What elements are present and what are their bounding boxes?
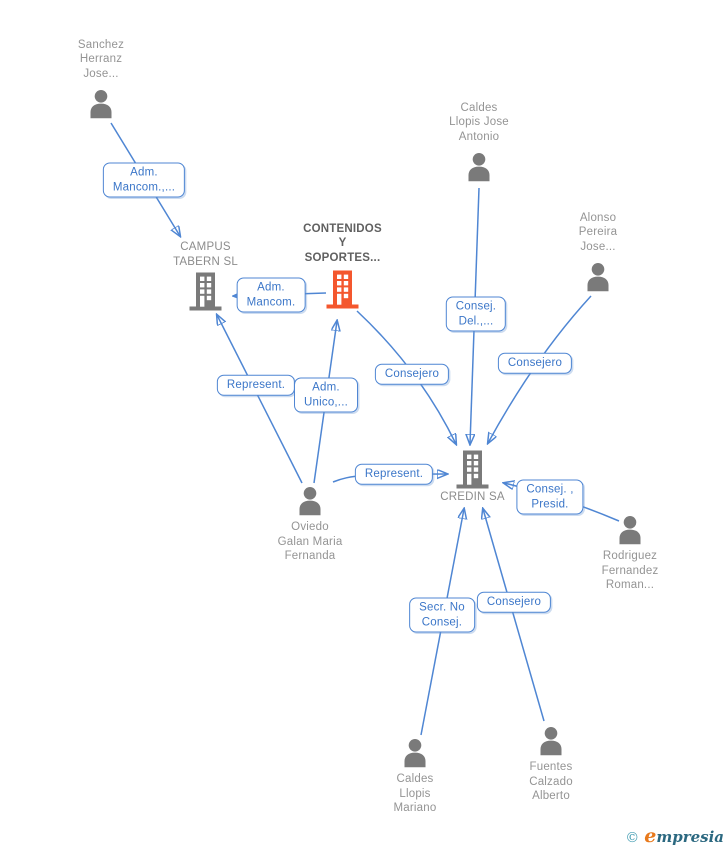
edge-oviedo-campus — [217, 315, 303, 484]
node-fuentes-calzado-alberto[interactable]: Fuentes Calzado Alberto — [529, 726, 573, 802]
node-caldes-llopis-jose-antonio[interactable]: Caldes Llopis Jose Antonio — [449, 102, 509, 183]
edge-label-represent-center: Represent. — [354, 463, 434, 485]
edge-label-adm-unico: Adm. Unico,... — [294, 377, 358, 413]
node-alonso-pereira-jose[interactable]: Alonso Pereira Jose... — [579, 212, 617, 293]
node-label: Caldes Llopis Jose Antonio — [449, 101, 509, 143]
node-label: CAMPUS TABERN SL — [173, 241, 238, 268]
node-contenidos-y-soportes[interactable]: CONTENIDOS Y SOPORTES... — [303, 223, 382, 309]
person-icon — [464, 152, 494, 183]
brand-logo: empresia — [644, 825, 724, 847]
node-label: Alonso Pereira Jose... — [578, 211, 618, 253]
edge-label-consej-del: Consej. Del.,... — [445, 296, 507, 332]
edge-label-consejero-mid: Consejero — [374, 363, 450, 385]
node-label: Sanchez Herranz Jose... — [77, 38, 125, 80]
person-icon — [86, 89, 116, 120]
edge-label-adm-mancom-2: Adm. Mancom. — [236, 277, 306, 313]
edge-fuentes-credin — [483, 509, 545, 722]
edge-label-consejero-bottom: Consejero — [476, 591, 552, 613]
node-sanchez-herranz-jose[interactable]: Sanchez Herranz Jose... — [78, 39, 124, 120]
person-icon — [615, 515, 645, 546]
node-label: CREDIN SA — [440, 491, 505, 503]
node-label: Fuentes Calzado Alberto — [529, 761, 573, 802]
copyright-icon: © — [625, 830, 640, 846]
edge-label-secr-no-consej: Secr. No Consej. — [409, 597, 475, 633]
person-icon — [583, 262, 613, 293]
person-icon — [400, 738, 430, 769]
edge-label-represent-left: Represent. — [216, 374, 296, 396]
node-label: Rodriguez Fernandez Roman... — [601, 550, 659, 591]
building-icon-highlighted — [324, 270, 361, 309]
node-label: CONTENIDOS Y SOPORTES... — [303, 222, 382, 264]
node-oviedo-galan-maria-fernanda[interactable]: Oviedo Galan Maria Fernanda — [278, 486, 342, 562]
node-label: Oviedo Galan Maria Fernanda — [277, 521, 343, 562]
node-campus-tabern-sl[interactable]: CAMPUS TABERN SL — [173, 241, 238, 311]
person-icon — [295, 486, 325, 517]
node-credin-sa[interactable]: CREDIN SA — [440, 450, 505, 503]
building-icon — [454, 450, 491, 489]
watermark-empresia: © empresia — [625, 825, 724, 847]
building-icon — [187, 272, 224, 311]
edge-label-adm-mancom-1: Adm. Mancom.,... — [102, 162, 186, 198]
edge-label-consej-presid: Consej. , Presid. — [516, 479, 584, 515]
edge-label-consejero-right: Consejero — [497, 352, 573, 374]
person-icon — [536, 726, 566, 757]
node-rodriguez-fernandez-roman[interactable]: Rodriguez Fernandez Roman... — [602, 515, 658, 591]
node-caldes-llopis-mariano[interactable]: Caldes Llopis Mariano — [394, 738, 436, 814]
node-label: Caldes Llopis Mariano — [393, 773, 437, 814]
